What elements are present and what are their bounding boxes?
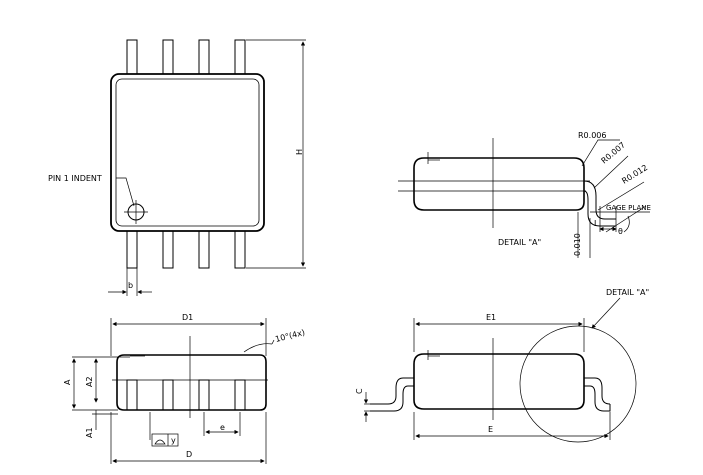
end-view-left-lead (370, 377, 414, 412)
end-view (363, 297, 637, 443)
detail-a-lead (583, 180, 616, 227)
dimension-l-label: L (594, 219, 599, 228)
side-view-leads (126, 379, 246, 411)
top-view-top-leads (126, 39, 246, 78)
dimension-h-label: H (295, 149, 304, 155)
pin1-indent-mark (116, 177, 148, 224)
dimension-a1-label: A1 (85, 427, 94, 438)
dimension-b (108, 268, 152, 296)
side-view-body (116, 354, 267, 411)
detail-a-body (413, 157, 585, 211)
radius-0012-label: R0.012 (620, 163, 649, 186)
dimension-d1-label: D1 (182, 313, 193, 322)
end-view-body (413, 353, 585, 410)
dimension-e-pitch-label: e (220, 423, 225, 432)
dimension-h (246, 39, 306, 269)
dimension-e-width-label: E (488, 425, 493, 434)
top-view-bottom-leads (126, 229, 246, 269)
dimension-e1-label: E1 (486, 313, 496, 322)
dimension-0010-label: 0.010 (573, 233, 582, 256)
dimension-a2-label: A2 (85, 376, 94, 387)
top-view: PIN 1 INDENT H b (48, 39, 306, 296)
top-view-body-inner (115, 78, 260, 227)
dimension-c-label: C (355, 388, 364, 394)
top-view-body (110, 73, 265, 232)
angle-theta-label: θ (618, 227, 623, 236)
dimension-b-label: b (128, 281, 133, 290)
side-view (71, 318, 275, 464)
dimension-a-label: A (63, 379, 72, 385)
detail-a-circle (519, 325, 637, 443)
gage-plane-label: GAGE PLANE (606, 204, 651, 212)
detail-a-view (398, 138, 650, 258)
pin1-indent-label: PIN 1 INDENT (48, 174, 102, 183)
flatness-y-label: y (171, 436, 176, 445)
detail-a-callout-label: DETAIL "A" (606, 288, 649, 297)
radius-0007-label: R0.007 (600, 140, 628, 165)
radius-0006-label: R0.006 (578, 131, 606, 140)
end-view-right-lead (584, 377, 611, 412)
angle-10-label: 10°(4x) (274, 328, 306, 344)
dimension-d-label: D (186, 450, 192, 459)
detail-a-caption: DETAIL "A" (498, 238, 541, 247)
